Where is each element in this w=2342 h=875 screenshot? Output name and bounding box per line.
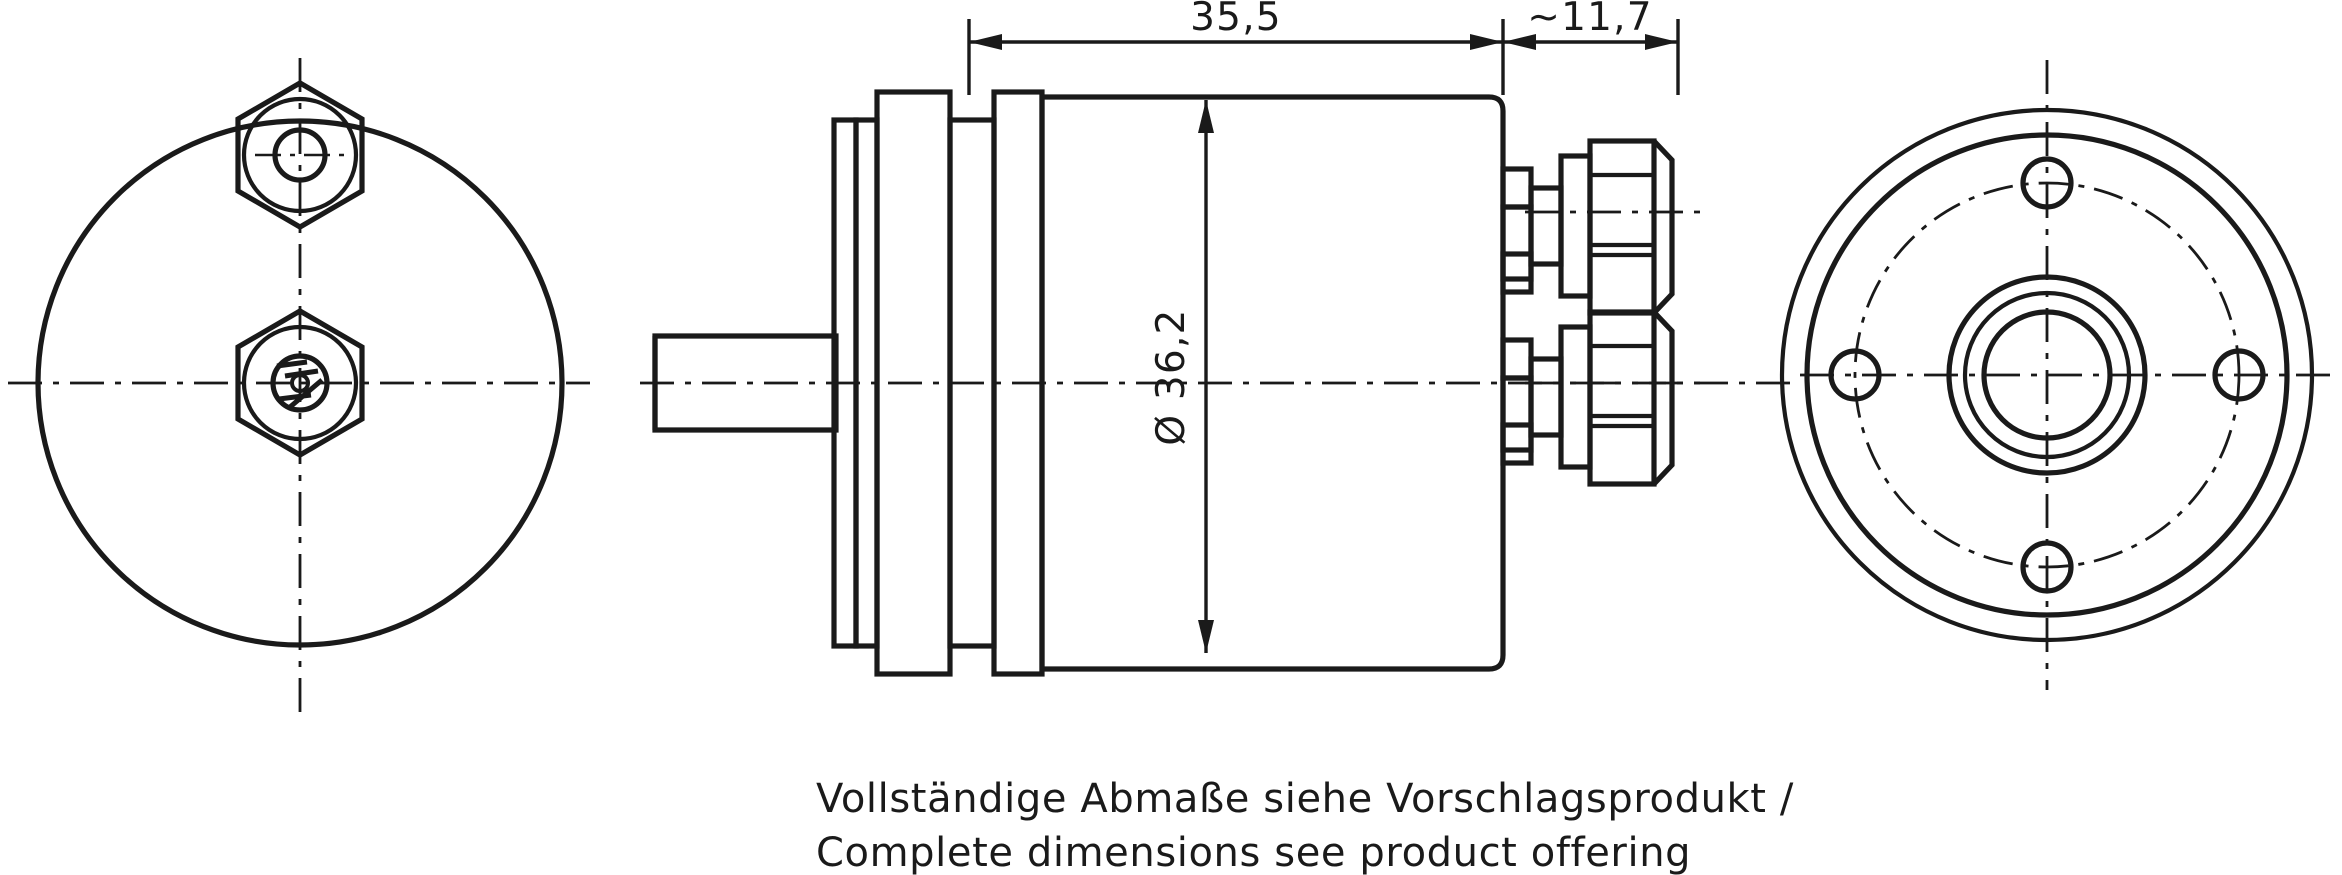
cable-gland-lower-neck xyxy=(1528,356,1564,438)
cable-gland-lower-hex-base-mid xyxy=(1500,375,1534,453)
cable-gland-upper-neck xyxy=(1528,185,1564,267)
dim-36-2-label: Ø 36,2 xyxy=(1149,308,1194,445)
dimension-length-35-5: 35,5 xyxy=(967,0,1505,95)
hex-nut-upper xyxy=(235,79,365,231)
caption-block: Vollständige Abmaße siehe Vorschlagsprod… xyxy=(816,776,1794,875)
hex-nut-upper-hexagon xyxy=(235,79,365,231)
flange-outer-circle xyxy=(1779,107,2315,643)
dim-35-5-arrow-right xyxy=(1470,34,1503,50)
housing-outer-circle xyxy=(35,118,565,648)
center-bore-middle-ring xyxy=(1962,290,2132,460)
cable-gland-upper-thread-body xyxy=(1558,153,1593,299)
mounting-hole-right xyxy=(2212,348,2266,402)
hex-nut-upper-washer-circle xyxy=(241,96,359,214)
shaft xyxy=(652,333,839,433)
hex-nut-lower-bore xyxy=(270,353,330,413)
main-body xyxy=(1039,94,1506,672)
cable-gland-upper-hex-base-top xyxy=(1500,166,1534,210)
cable-gland-lower-nose xyxy=(1652,310,1675,486)
cable-gland-upper-nose xyxy=(1652,139,1675,315)
cable-gland-upper-cap xyxy=(1587,138,1657,316)
main-body-outline xyxy=(1039,94,1506,672)
dim-35-5-label: 35,5 xyxy=(1190,0,1282,40)
caption-line-german: Vollständige Abmaße siehe Vorschlagsprod… xyxy=(816,776,1794,822)
dimension-set: 35,5 ~11,7 Ø 36,2 xyxy=(967,0,1680,653)
mounting-holes xyxy=(1828,156,2266,594)
hex-nut-lower-thread-detail xyxy=(276,359,324,409)
cable-gland-upper xyxy=(1500,138,1705,316)
cable-gland-lower xyxy=(1500,309,1705,487)
cable-gland-lower-hex-base-top xyxy=(1500,337,1534,381)
dim-11-7-arrow-left xyxy=(1503,34,1536,50)
mounting-flange-stack xyxy=(831,89,1045,677)
center-bore-inner-ring xyxy=(1981,309,2113,441)
dim-35-5-arrow-left xyxy=(969,34,1002,50)
dim-36-2-arrow-bottom xyxy=(1198,620,1214,653)
dimension-diameter-36-2: Ø 36,2 xyxy=(1149,100,1214,653)
bolt-circle xyxy=(1853,181,2241,569)
center-side-view xyxy=(640,89,1795,677)
center-bore-outer-ring xyxy=(1946,274,2148,476)
mounting-hole-left xyxy=(1828,348,1882,402)
mounting-hole-bottom xyxy=(2020,540,2074,594)
dimension-length-11-7: ~11,7 xyxy=(1503,0,1680,95)
caption-line-english: Complete dimensions see product offering xyxy=(816,830,1691,875)
hex-nut-lower-washer-circle xyxy=(241,324,359,442)
hex-nut-lower-hexagon xyxy=(235,307,365,459)
dim-36-2-arrow-top xyxy=(1198,100,1214,133)
right-view-front-flange xyxy=(1779,60,2334,690)
mounting-hole-top xyxy=(2020,156,2074,210)
shaft-outline xyxy=(652,333,839,433)
cable-gland-lower-hex-base-bot xyxy=(1500,422,1534,466)
cable-gland-lower-cap xyxy=(1587,309,1657,487)
flange-second-circle xyxy=(1804,132,2290,618)
dim-11-7-label: ~11,7 xyxy=(1527,0,1653,40)
hex-nut-lower xyxy=(235,307,365,459)
cable-gland-upper-hex-base-bot xyxy=(1500,251,1534,295)
dim-11-7-arrow-right xyxy=(1645,34,1678,50)
cable-gland-lower-thread-body xyxy=(1558,324,1593,470)
left-view-rear-face xyxy=(8,58,590,712)
cable-gland-upper-hex-base-mid xyxy=(1500,204,1534,282)
